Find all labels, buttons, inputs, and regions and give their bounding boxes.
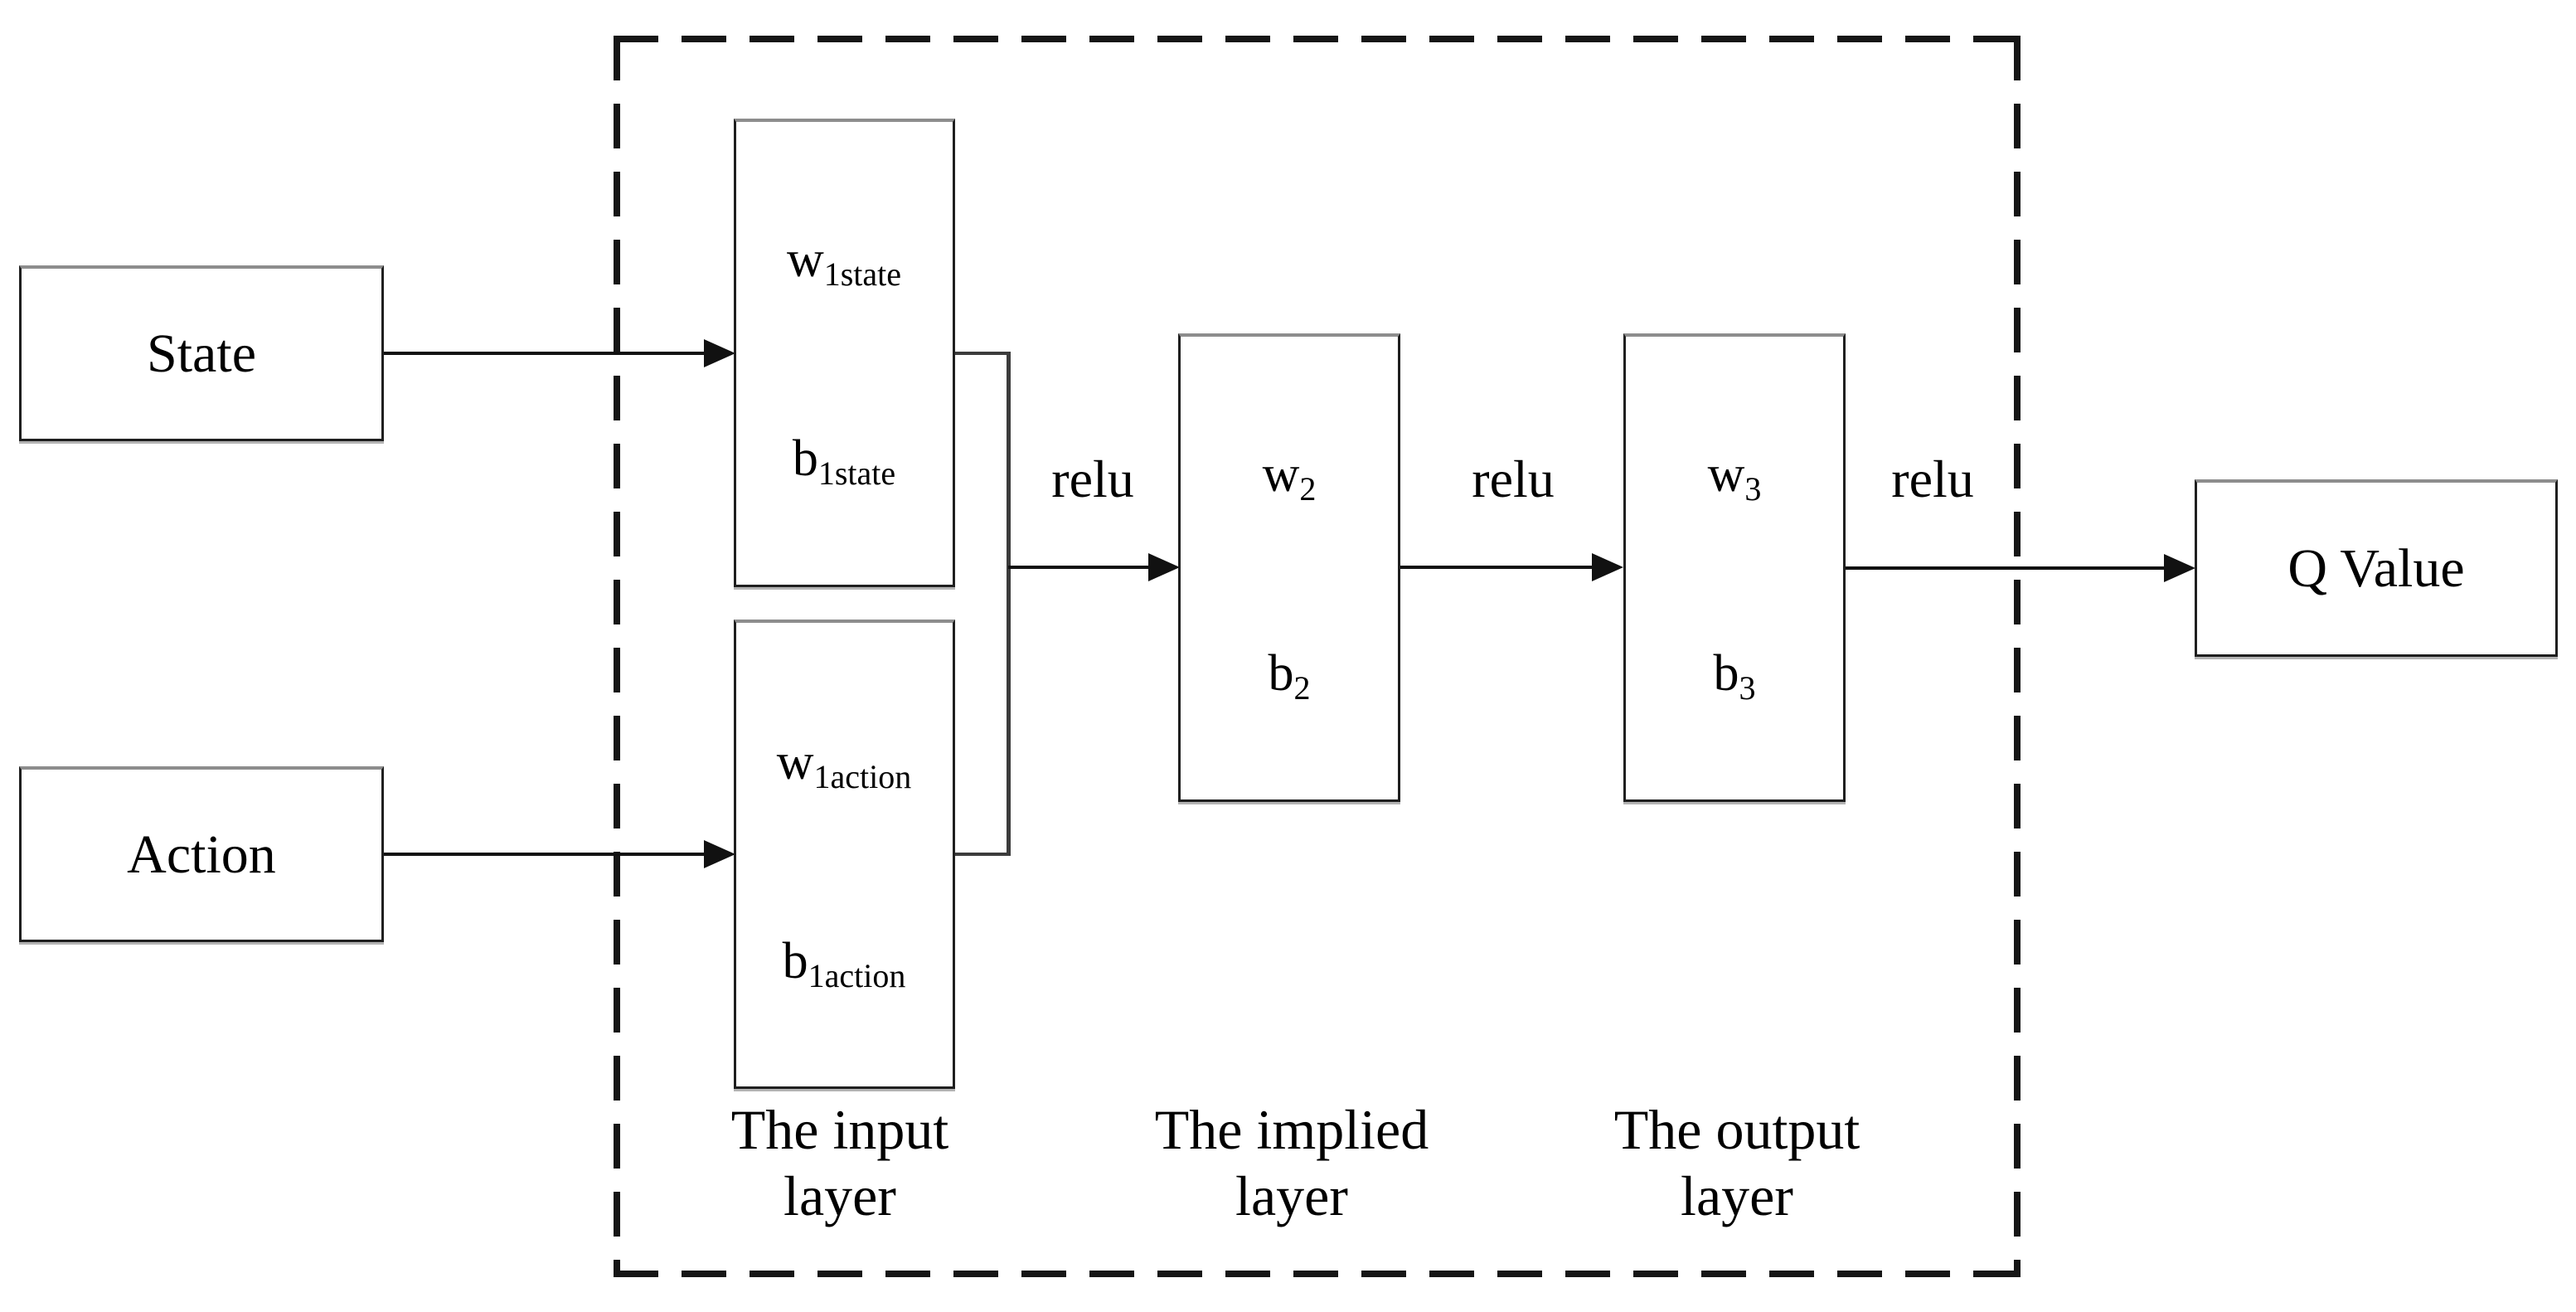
caption-output-layer-line2: layer bbox=[1681, 1164, 1793, 1227]
output-layer-box bbox=[1623, 333, 1846, 802]
action-node-box: Action bbox=[19, 766, 384, 942]
network-boundary-right-edge bbox=[2014, 36, 2021, 1277]
network-boundary-left-edge bbox=[614, 36, 620, 1277]
bias-label-b1action: b1action bbox=[782, 933, 906, 995]
caption-output-layer-line1: The output bbox=[1613, 1098, 1860, 1161]
weight-label-w1state: w1state bbox=[786, 231, 902, 294]
state-label: State bbox=[147, 323, 256, 384]
caption-implied-layer: The implied layer bbox=[1084, 1096, 1499, 1229]
bias-label-b1state: b1state bbox=[792, 430, 896, 493]
caption-implied-layer-line2: layer bbox=[1235, 1164, 1348, 1227]
merge-bracket-top-stub bbox=[955, 352, 1010, 355]
bias-label-b2: b2 bbox=[1268, 645, 1311, 707]
q-value-node-box: Q Value bbox=[2195, 479, 2558, 657]
merge-bracket-bottom-stub bbox=[955, 853, 1010, 856]
network-boundary-bottom-edge bbox=[614, 1271, 2021, 1277]
weight-label-w1action: w1action bbox=[776, 734, 912, 796]
input-layer-state-box bbox=[734, 119, 955, 587]
relu-label-3: relu bbox=[1891, 449, 1974, 508]
arrow-output-to-qvalue-head bbox=[2164, 554, 2195, 582]
caption-implied-layer-line1: The implied bbox=[1154, 1098, 1429, 1161]
action-label: Action bbox=[127, 824, 276, 885]
arrow-state-to-input-line bbox=[384, 352, 707, 355]
caption-input-layer: The input layer bbox=[633, 1096, 1047, 1229]
arrow-implied-to-output-line bbox=[1400, 566, 1595, 569]
implied-layer-box bbox=[1178, 333, 1400, 802]
relu-label-1: relu bbox=[1051, 449, 1134, 508]
arrow-input-to-implied-head bbox=[1148, 553, 1180, 581]
arrow-output-to-qvalue-line bbox=[1846, 566, 2166, 570]
q-value-label: Q Value bbox=[2287, 537, 2465, 599]
relu-label-2: relu bbox=[1472, 449, 1555, 508]
caption-input-layer-line2: layer bbox=[783, 1164, 896, 1227]
arrow-state-to-input-head bbox=[704, 339, 735, 367]
arrow-implied-to-output-head bbox=[1592, 553, 1623, 581]
state-node-box: State bbox=[19, 265, 384, 441]
input-layer-action-box bbox=[734, 620, 955, 1089]
merge-bracket-vertical bbox=[1007, 352, 1011, 856]
arrow-action-to-input-line bbox=[384, 853, 707, 856]
caption-input-layer-line1: The input bbox=[730, 1098, 949, 1161]
caption-output-layer: The output layer bbox=[1530, 1096, 1944, 1229]
network-boundary-top-edge bbox=[614, 36, 2021, 42]
weight-label-w2: w2 bbox=[1262, 446, 1317, 508]
arrow-action-to-input-head bbox=[704, 840, 735, 868]
arrow-input-to-implied-line bbox=[1008, 566, 1152, 569]
weight-label-w3: w3 bbox=[1707, 446, 1762, 508]
bias-label-b3: b3 bbox=[1713, 645, 1756, 707]
